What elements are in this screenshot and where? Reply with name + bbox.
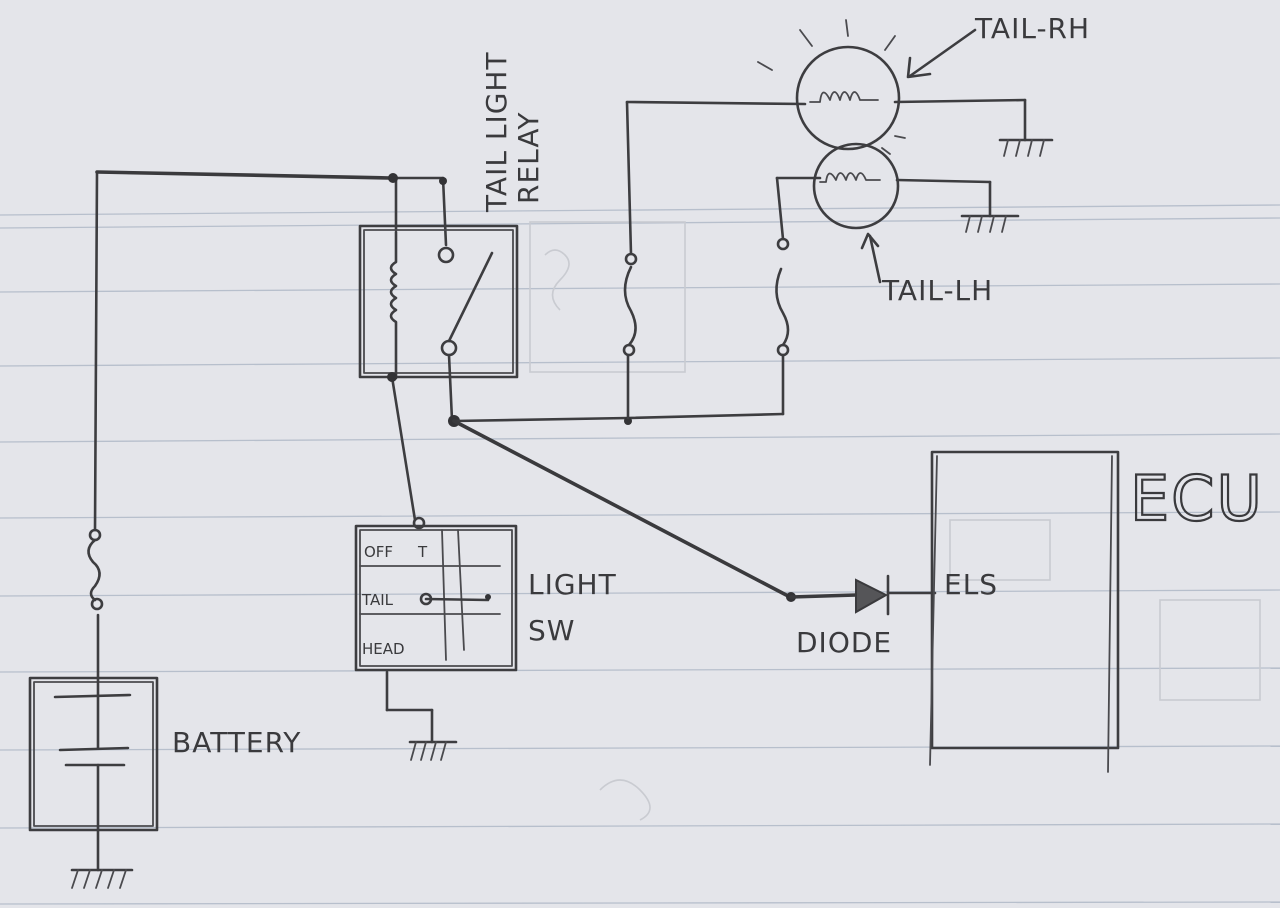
tail-rh-fuse	[622, 100, 807, 420]
switch-position-tail: TAIL	[361, 591, 394, 609]
diode-label: DIODE	[796, 626, 892, 659]
tail-lh-lamp	[812, 142, 992, 230]
tail-lh-fuse	[775, 176, 822, 416]
switch-position-head: HEAD	[362, 640, 405, 658]
tail-lh-ground-icon	[960, 214, 1020, 233]
battery-ground-icon	[70, 868, 134, 889]
switch-position-off: OFF	[364, 543, 393, 561]
light-switch	[354, 516, 518, 744]
tail-lh-label: TAIL-LH	[881, 274, 993, 307]
tail-rh-lamp	[757, 19, 1027, 155]
ghost-show-through	[529, 221, 1261, 821]
tail-rh-ground-icon	[998, 138, 1054, 157]
ecu-box	[929, 450, 1120, 773]
notebook-ruled-lines	[0, 204, 1280, 905]
light-switch-label-line1: LIGHT	[528, 568, 617, 601]
diode-symbol	[786, 574, 937, 616]
battery-label: BATTERY	[172, 726, 301, 759]
tail-light-relay	[358, 224, 519, 522]
tail-rh-label: TAIL-RH	[974, 12, 1090, 45]
battery-feed-wire	[95, 170, 448, 247]
els-label: ELS	[944, 568, 998, 601]
ecu-label: ECU	[1130, 462, 1264, 535]
switch-terminal-t: T	[417, 543, 428, 561]
relay-label-line1: TAIL LIGHT	[480, 51, 513, 213]
light-switch-label-line2: SW	[528, 614, 575, 647]
fuse-symbol	[87, 170, 104, 611]
tail-rh-pointer-arrow	[906, 28, 977, 79]
light-switch-ground-icon	[408, 740, 458, 761]
tail-output-wiring	[448, 412, 792, 599]
relay-label-line2: RELAY	[512, 112, 545, 204]
battery-symbol	[28, 613, 159, 872]
tail-lh-pointer-arrow	[860, 232, 882, 284]
